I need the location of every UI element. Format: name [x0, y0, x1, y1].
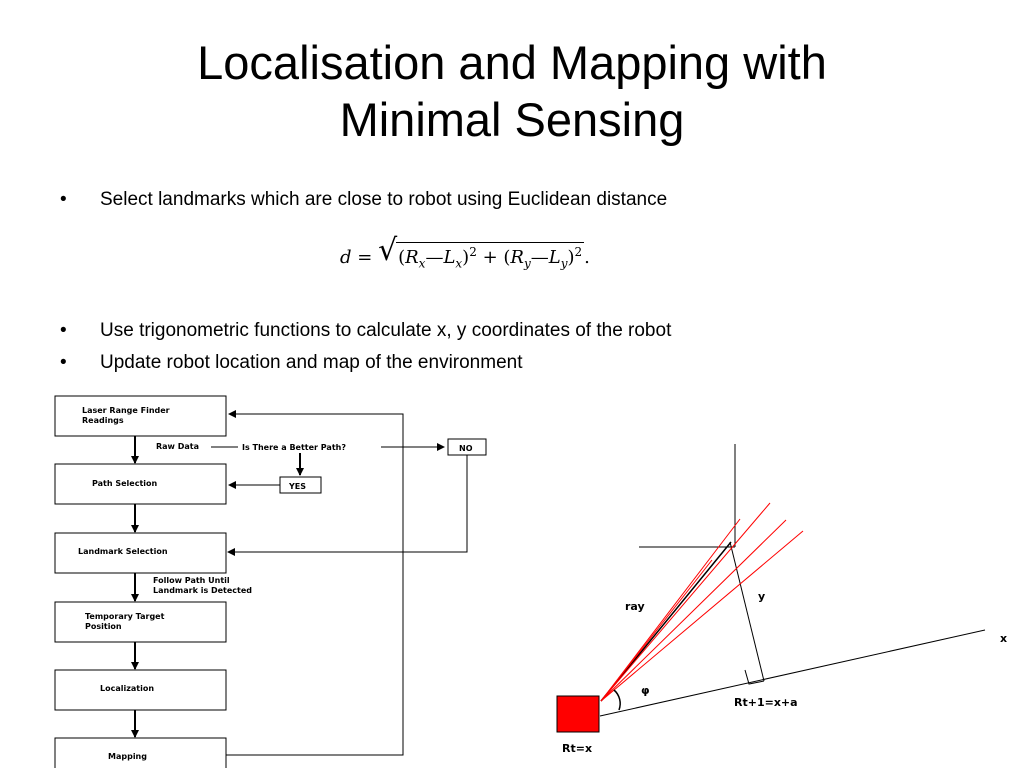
- flowchart: Laser Range Finder Readings Path Selecti…: [54, 395, 487, 768]
- x-label: x: [1000, 632, 1007, 645]
- box-temporary-target: [54, 601, 227, 643]
- formula-radical: √ (Rx—Lx)2 + (Ry—Ly)2: [378, 236, 585, 271]
- ray-main: [600, 541, 732, 702]
- bullet-dot: •: [60, 189, 67, 210]
- bullet-dot: •: [60, 320, 67, 341]
- box-landmark-selection: [54, 532, 227, 574]
- ray-red-4: [600, 530, 804, 702]
- box-temporary-target-label-2: Position: [85, 622, 122, 631]
- box-path-selection-label: Path Selection: [92, 479, 158, 488]
- term-ry: R: [510, 247, 524, 268]
- box-localization: [54, 669, 227, 711]
- box-temporary-target-label: Temporary Target: [85, 612, 165, 621]
- title-line-2: Minimal Sensing: [339, 93, 685, 146]
- box-laser-readings: [54, 395, 227, 437]
- ray-label: ray: [625, 600, 645, 613]
- bullet-text: Update robot location and map of the env…: [100, 352, 523, 373]
- y-label: y: [758, 590, 765, 603]
- box-mapping: [54, 737, 227, 768]
- term-lx: L: [443, 247, 456, 268]
- radical-sign: √: [378, 233, 398, 268]
- robot-position-label: Rt=x: [562, 742, 592, 755]
- ray-red-2: [600, 502, 771, 702]
- geometry-diagram: x y ray φ Rt=x Rt+1=x+a: [556, 444, 1007, 755]
- no-label: NO: [459, 444, 473, 453]
- follow-path-label: Follow Path Until: [153, 576, 230, 585]
- sub-ry: y: [523, 256, 531, 271]
- no-to-landmark-connector: [227, 455, 468, 556]
- robot-marker: [556, 695, 600, 733]
- box-path-selection: [54, 463, 227, 505]
- sub-lx: x: [455, 256, 463, 271]
- box-landmark-selection-label: Landmark Selection: [78, 547, 168, 556]
- question-label: Is There a Better Path?: [242, 443, 346, 452]
- box-laser-readings-label: Laser Range Finder: [82, 406, 170, 415]
- follow-path-label-2: Landmark is Detected: [153, 586, 252, 595]
- raw-data-label: Raw Data: [156, 442, 199, 451]
- formula-period: .: [584, 247, 590, 268]
- feedback-loop-connector: [226, 410, 404, 756]
- dash-2: —: [530, 247, 549, 268]
- box-localization-label: Localization: [100, 684, 154, 693]
- dash-1: —: [425, 247, 444, 268]
- radicand: (Rx—Lx)2 + (Ry—Ly)2: [396, 242, 585, 271]
- term-ly: L: [548, 247, 561, 268]
- exp-2: 2: [574, 245, 583, 259]
- bullet-text: Use trigonometric functions to calculate…: [100, 320, 672, 341]
- box-laser-readings-label-2: Readings: [82, 416, 124, 425]
- exp-1: 2: [469, 245, 477, 259]
- sub-rx: x: [418, 256, 426, 271]
- slide-title: Localisation and Mapping with Minimal Se…: [0, 34, 1024, 148]
- ray-red-1: [600, 518, 741, 702]
- next-position-label: Rt+1=x+a: [734, 696, 798, 709]
- bullet-dot: •: [60, 352, 67, 373]
- box-mapping-label: Mapping: [108, 752, 147, 761]
- phi-label: φ: [641, 684, 650, 697]
- title-line-1: Localisation and Mapping with: [197, 36, 827, 89]
- ray-red-5: [600, 559, 713, 702]
- term-rx: R: [405, 247, 419, 268]
- right-angle-marker: [744, 669, 765, 685]
- sub-ly: y: [560, 256, 568, 271]
- angle-arc: [613, 689, 621, 711]
- formula-lhs: d =: [340, 247, 373, 268]
- plus-sign: +: [482, 247, 498, 268]
- y-perpendicular: [729, 541, 765, 682]
- x-axis-line: [599, 629, 986, 717]
- bullet-text: Select landmarks which are close to robo…: [100, 189, 668, 210]
- ray-red-3: [600, 519, 787, 702]
- euclidean-distance-formula: d = √ (Rx—Lx)2 + (Ry—Ly)2 .: [340, 236, 590, 271]
- yes-label: YES: [288, 482, 306, 491]
